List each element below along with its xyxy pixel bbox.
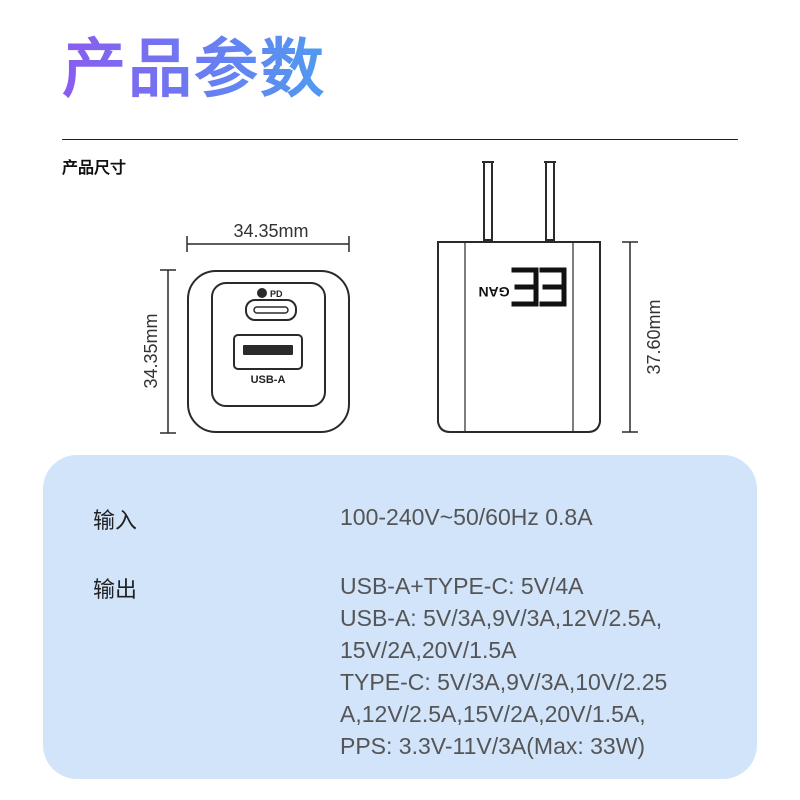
logo-33-mark <box>511 267 567 307</box>
section-label-dimensions: 产品尺寸 <box>62 158 127 177</box>
charger-side-body <box>437 241 601 433</box>
plug-prong-left <box>483 161 493 241</box>
spec-output-value: USB-A+TYPE-C: 5V/4A USB-A: 5V/3A,9V/3A,1… <box>340 570 667 762</box>
spec-output-line: A,12V/2.5A,15V/2A,20V/1.5A, <box>340 701 646 727</box>
spec-input-value: 100-240V~50/60Hz 0.8A <box>340 504 593 530</box>
spec-output-label: 输出 <box>93 578 138 603</box>
side-height-label: 37.60mm <box>644 299 664 374</box>
usb-a-label: USB-A <box>251 374 286 386</box>
spec-output-line: USB-A: 5V/3A,9V/3A,12V/2.5A, <box>340 605 663 631</box>
spec-output-line: TYPE-C: 5V/3A,9V/3A,10V/2.25 <box>340 669 668 695</box>
spec-output-line: USB-A+TYPE-C: 5V/4A <box>340 573 584 599</box>
front-width-label: 34.35mm <box>233 221 308 241</box>
usb-c-port <box>245 299 297 321</box>
usb-a-port <box>233 334 303 370</box>
spec-input-label: 输入 <box>93 509 138 534</box>
gan-label: GAN <box>478 284 509 300</box>
divider <box>62 139 738 140</box>
front-height-label: 34.35mm <box>141 313 161 388</box>
side-view <box>437 161 638 433</box>
charger-front-body <box>187 270 350 433</box>
plug-prong-right <box>545 161 555 241</box>
dimension-drawing: PD USB-A 34.35mm 34.35mm GAN 37.60mm <box>141 161 664 434</box>
front-view <box>160 236 350 434</box>
spec-output-line: PPS: 3.3V-11V/3A(Max: 33W) <box>340 733 646 759</box>
spec-card <box>43 455 757 779</box>
spec-output-line: 15V/2A,20V/1.5A <box>340 637 517 663</box>
port-panel <box>211 282 326 407</box>
lightning-icon <box>257 288 267 298</box>
pd-label: PD <box>270 289 283 299</box>
page-title: 产品参数 <box>62 30 326 110</box>
